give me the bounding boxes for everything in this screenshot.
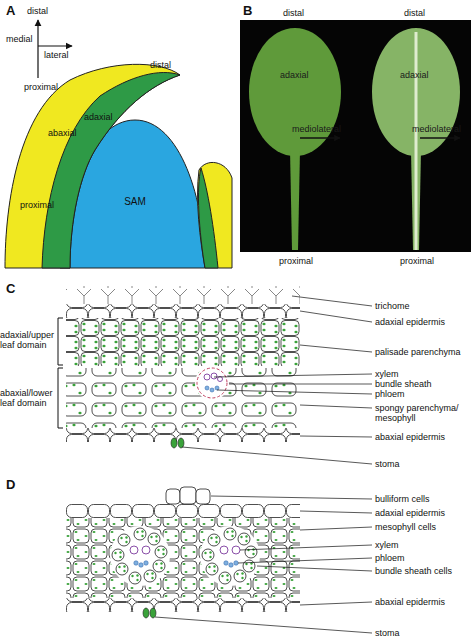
text-label: adaxial epidermis bbox=[375, 317, 445, 327]
text-label: distal bbox=[283, 8, 304, 18]
monocot-leaf-cross-section bbox=[66, 487, 372, 633]
panel-letter: D bbox=[6, 478, 15, 492]
text-label: spongy parenchyma/ mesophyll bbox=[375, 403, 465, 423]
meristem-region: SAM bbox=[110, 196, 160, 208]
text-label: mediolateral bbox=[412, 124, 461, 134]
shoot-apex-schematic bbox=[5, 20, 232, 268]
text-label: palisade parenchyma bbox=[375, 347, 461, 357]
text-label: adaxial/upper leaf domain bbox=[0, 330, 58, 350]
text-label: adaxial bbox=[280, 70, 309, 80]
panel-letter: C bbox=[6, 282, 15, 296]
text-label: abaxial epidermis bbox=[375, 432, 445, 442]
text-label: mesophyll cells bbox=[375, 522, 436, 532]
dicot-leaf-cross-section bbox=[58, 286, 372, 464]
text-label: abaxial/lower leaf domain bbox=[0, 388, 58, 408]
text-label: distal bbox=[27, 6, 48, 16]
text-label: distal bbox=[150, 60, 171, 70]
text-label: adaxial epidermis bbox=[375, 508, 445, 518]
text-label: medial bbox=[6, 34, 33, 44]
text-label: xylem bbox=[375, 540, 399, 550]
panel-letter: B bbox=[243, 4, 252, 18]
text-label: lateral bbox=[44, 50, 69, 60]
text-label: phloem bbox=[375, 389, 405, 399]
text-label: abaxial epidermis bbox=[375, 597, 445, 607]
panel-letter: A bbox=[6, 4, 15, 18]
text-label: distal bbox=[404, 8, 425, 18]
text-label: bundle sheath bbox=[375, 379, 432, 389]
text-label: proximal bbox=[279, 256, 313, 266]
text-label: xylem bbox=[375, 369, 399, 379]
text-label: bulliform cells bbox=[375, 494, 430, 504]
text-label: mediolateral bbox=[292, 124, 341, 134]
text-label: adaxial bbox=[84, 112, 113, 122]
text-label: trichome bbox=[375, 301, 410, 311]
text-label: stoma bbox=[375, 628, 400, 638]
region-label: SAM bbox=[110, 196, 160, 208]
text-label: proximal bbox=[20, 200, 54, 210]
leaf-photograph bbox=[240, 20, 471, 252]
text-label: abaxial bbox=[48, 128, 77, 138]
text-label: proximal bbox=[24, 82, 58, 92]
text-label: phloem bbox=[375, 553, 405, 563]
text-label: stoma bbox=[375, 459, 400, 469]
text-label: bundle sheath cells bbox=[375, 566, 452, 576]
text-label: proximal bbox=[400, 256, 434, 266]
text-label: adaxial bbox=[400, 70, 429, 80]
